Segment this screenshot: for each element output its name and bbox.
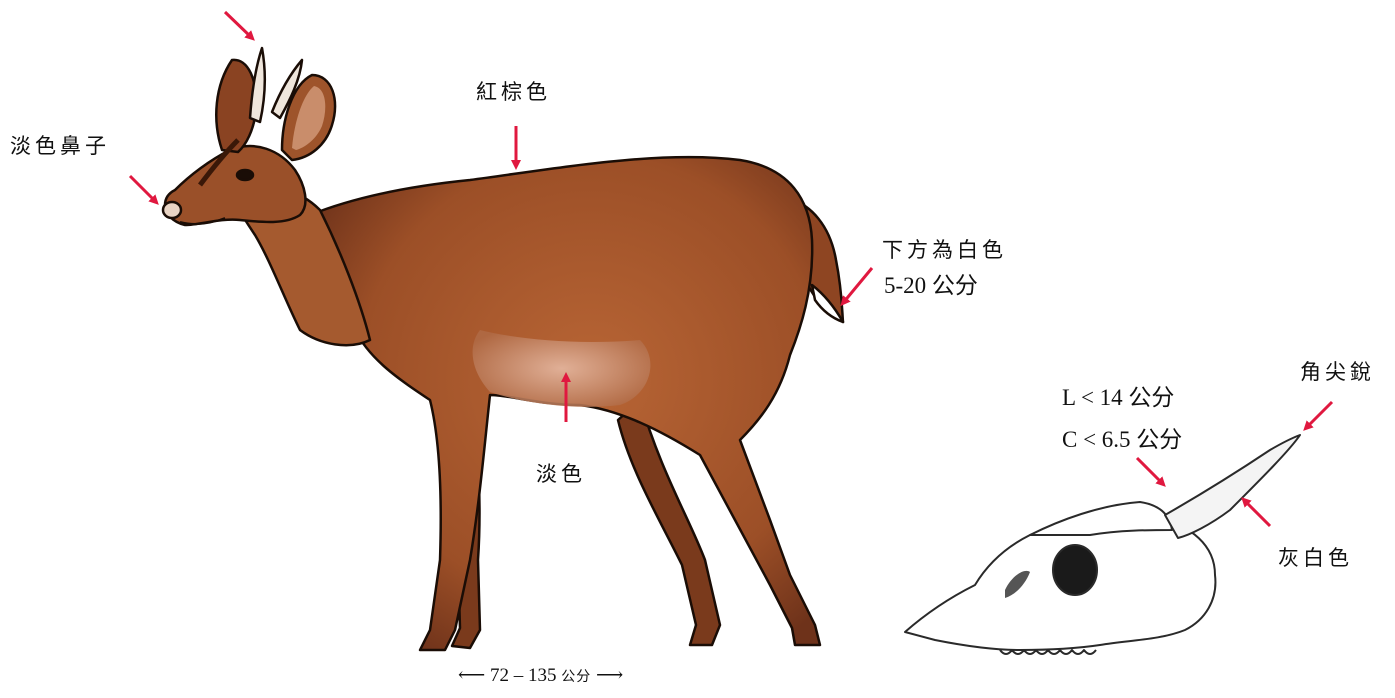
label-white-below: 下方為白色 (882, 234, 1007, 264)
scale-range: 72 – 135 (490, 665, 557, 686)
label-red-brown: 紅棕色 (476, 76, 551, 106)
skull-antler (1165, 435, 1300, 538)
eye (237, 170, 253, 180)
label-pale: 淡色 (536, 458, 586, 488)
label-pale-nose: 淡色鼻子 (10, 130, 110, 160)
head (165, 146, 306, 225)
skull-illustration (905, 435, 1300, 654)
arrow-tail-white (843, 268, 872, 303)
right-arrow-icon: ⟶ (596, 665, 623, 686)
pedicle (1030, 502, 1172, 535)
eye-socket (1053, 545, 1097, 595)
left-arrow-icon: ⟵ (458, 665, 485, 686)
muntjac-illustration (163, 48, 843, 650)
label-antler-circumference: C < 6.5 公分 (1062, 420, 1182, 454)
arrow-antler (225, 12, 252, 38)
label-greyish-white: 灰白色 (1278, 542, 1353, 572)
arrow-greyish-white (1244, 500, 1270, 526)
nose (163, 202, 181, 218)
body-length-scale: ⟵ 72 – 135 公分 ⟶ (458, 664, 623, 687)
label-antler-tip: 角尖銳 (1300, 356, 1375, 386)
arrow-antler-tip (1306, 402, 1332, 428)
arrow-antler-base (1137, 458, 1163, 484)
label-antler-length: L < 14 公分 (1062, 378, 1174, 412)
label-tail-length: 5-20 公分 (884, 266, 978, 300)
arrow-pale-nose (130, 176, 156, 202)
scale-unit: 公分 (561, 670, 591, 685)
